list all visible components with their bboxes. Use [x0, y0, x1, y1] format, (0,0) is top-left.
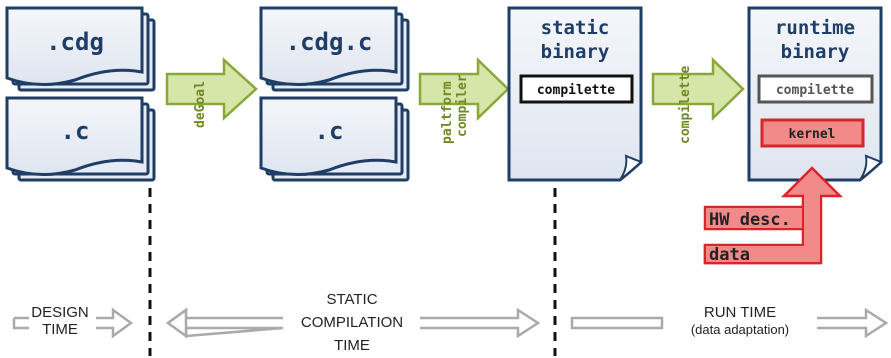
- runtime-input-arrow: HW desc. data: [703, 166, 844, 265]
- runtime-compilette-box: [757, 74, 874, 104]
- static-time-line1: STATIC: [326, 291, 377, 308]
- platform-label-line1: paltform: [440, 81, 455, 144]
- runtime-compilette-label: compilette: [776, 83, 854, 98]
- cdg-file-stack: .cdg: [5, 6, 156, 92]
- runtime-binary-document: runtime binary compilette kernel: [747, 6, 883, 182]
- data-label: data: [709, 245, 750, 265]
- cdg-file-label: .cdg: [46, 28, 104, 56]
- c-design-file-stack: .c: [5, 96, 156, 182]
- c-design-file-label: .c: [61, 117, 90, 145]
- compilette-arrow: compilette: [651, 57, 745, 144]
- static-compilette-label: compilette: [537, 83, 615, 98]
- degoal-arrow: deGoal: [165, 57, 258, 128]
- static-binary-document: static binary compilette: [507, 6, 643, 182]
- platform-label-line2: compiler: [455, 74, 470, 137]
- run-time-line1: RUN TIME: [704, 304, 776, 321]
- compilette-arrow-label: compilette: [678, 66, 693, 144]
- static-compilation-arrow: STATIC COMPILATION TIME: [165, 291, 541, 354]
- static-binary-title-line1: static: [541, 17, 610, 39]
- static-binary-title-line2: binary: [541, 41, 610, 63]
- runtime-binary-title-line2: binary: [781, 41, 850, 63]
- static-time-line3: TIME: [334, 337, 370, 354]
- hw-desc-label: HW desc.: [709, 210, 791, 230]
- static-compilette-box: [519, 74, 634, 104]
- c-static-file-label: .c: [315, 117, 344, 145]
- static-time-line2: COMPILATION: [301, 314, 403, 331]
- platform-compiler-arrow: paltform compiler: [418, 57, 510, 144]
- degoal-label: deGoal: [193, 81, 208, 128]
- cdg-c-file-stack: .cdg.c: [259, 6, 410, 92]
- kernel-label: kernel: [789, 127, 836, 142]
- design-time-line2: TIME: [42, 321, 78, 338]
- design-time-line1: DESIGN: [31, 304, 89, 321]
- design-time-arrow: DESIGN TIME: [12, 304, 134, 339]
- kernel-box: [760, 118, 865, 148]
- runtime-binary-title-line1: runtime: [775, 17, 855, 39]
- c-static-file-stack: .c: [259, 96, 410, 182]
- run-time-arrow: RUN TIME (data adaptation): [570, 304, 889, 339]
- run-time-line2: (data adaptation): [691, 322, 789, 337]
- cdg-c-file-label: .cdg.c: [286, 28, 373, 56]
